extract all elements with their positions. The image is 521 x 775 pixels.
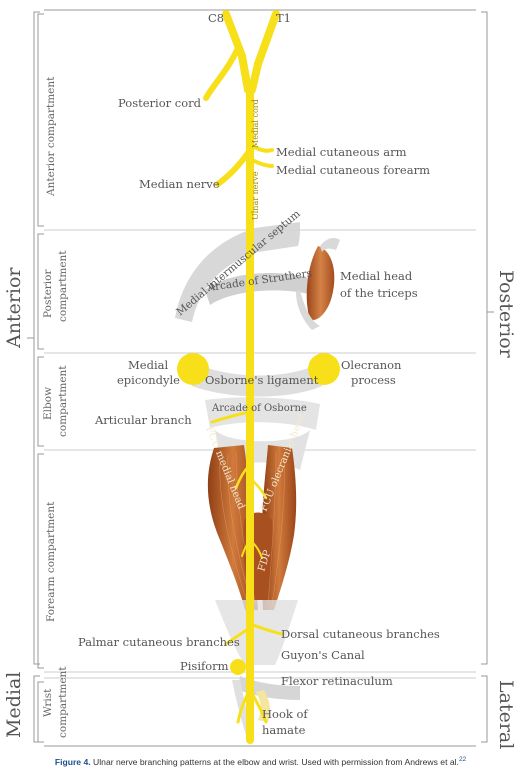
osbornes-ligament-label: Osborne's ligament [205, 373, 319, 387]
arcade-of-osborne-band [205, 397, 320, 430]
compartment-brackets [27, 11, 494, 743]
medial-cutaneous-arm-label: Medial cutaneous arm [276, 145, 407, 159]
wrist-compartment-label-2: compartment [57, 666, 69, 738]
posterior-compartment-label-1: Posterior [42, 269, 54, 318]
dorsal-cutaneous-branches-label: Dorsal cutaneous branches [281, 627, 440, 641]
elbow-compartment-label-2: compartment [57, 365, 69, 437]
anterior-side-label: Anterior [3, 267, 25, 349]
articular-branch-label: Articular branch [94, 413, 192, 427]
medial-intermuscular-septum [175, 222, 300, 322]
medial-epicondyle-label-1: Medial [128, 358, 168, 372]
figure-caption: Figure 4. Ulnar nerve branching patterns… [0, 756, 521, 767]
figure-number: Figure 4. [54, 756, 91, 767]
hook-of-hamate-label-1: Hook of [262, 707, 308, 721]
medial-head-triceps-label-1: Medial head [340, 269, 413, 283]
anterior-compartment-label: Anterior compartment [45, 76, 57, 197]
medial-head-triceps-label-2: of the triceps [340, 286, 418, 300]
guyons-canal-label: Guyon's Canal [281, 648, 365, 662]
median-nerve-label: Median nerve [139, 177, 220, 191]
triceps-medial-head [306, 246, 335, 321]
hook-of-hamate-bone [256, 690, 271, 722]
pisiform-label: Pisiform [180, 659, 229, 673]
medial-cutaneous-forearm-label: Medial cutaneous forearm [276, 163, 430, 177]
hook-of-hamate-label-2: hamate [262, 723, 306, 737]
caption-text: Ulnar nerve branching patterns at the el… [90, 756, 459, 767]
olecranon-process-label-2: process [351, 373, 396, 387]
olecranon-process-label-1: Olecranon [341, 358, 402, 372]
olecranon-process [308, 353, 340, 385]
medial-cord-label: Medial cord [251, 99, 260, 148]
medial-epicondyle-label-2: epicondyle [117, 373, 180, 387]
ulnar-nerve [203, 10, 284, 744]
medial-epicondyle [177, 353, 209, 385]
posterior-compartment-label-2: compartment [57, 250, 69, 322]
root-t1-label: T1 [276, 11, 291, 25]
forearm-compartment-label: Forearm compartment [45, 501, 57, 622]
lateral-side-label: Lateral [495, 680, 517, 749]
posterior-side-label: Posterior [495, 270, 517, 359]
osbornes-ligament-band [192, 362, 322, 397]
wrist-compartment-label-1: Wrist [42, 688, 54, 717]
medial-side-label: Medial [3, 672, 25, 738]
arcade-of-struthers [205, 272, 322, 305]
ulnar-nerve-label: Ulnar nerve [251, 171, 260, 220]
medial-intermuscular-septum-label: Medial intermuscular septum [174, 208, 302, 318]
elbow-compartment-label-1: Elbow [42, 387, 54, 420]
palmar-cutaneous-branches-label: Palmar cutaneous branches [78, 635, 240, 649]
pisiform-bone [230, 659, 246, 675]
posterior-cord-label: Posterior cord [118, 96, 202, 110]
root-c8-label: C8 [208, 11, 224, 25]
caption-reference: 22 [458, 756, 467, 763]
arcade-of-osborne-label: Arcade of Osborne [211, 403, 307, 414]
flexor-retinaculum-label: Flexor retinaculum [281, 674, 393, 688]
